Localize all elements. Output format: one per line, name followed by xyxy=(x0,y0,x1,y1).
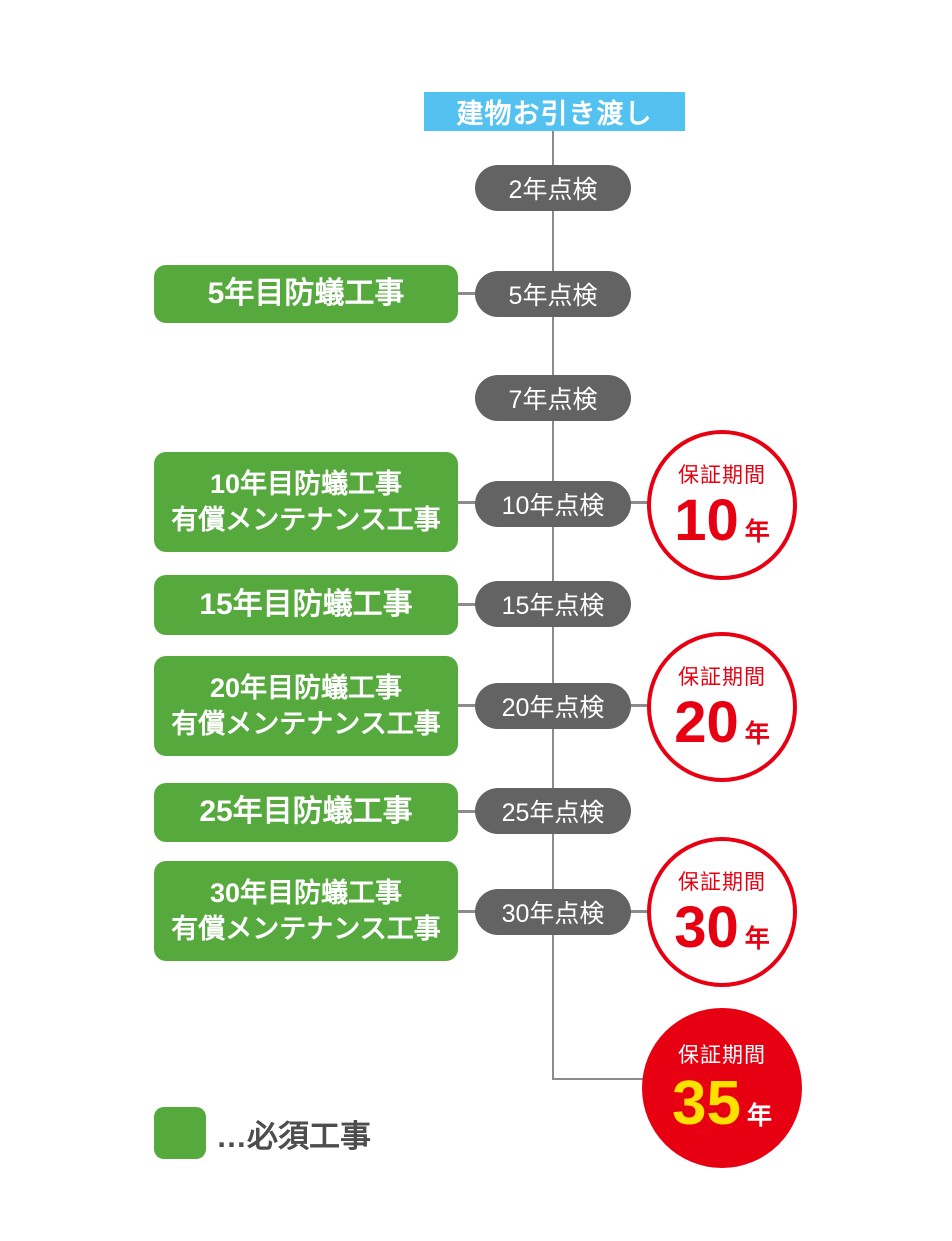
connector-line xyxy=(450,910,480,913)
work-box-5year: 5年目防蟻工事 xyxy=(154,265,458,323)
connector-line xyxy=(450,501,480,504)
checkpoint-pill-2year: 2年点検 xyxy=(475,165,631,211)
checkpoint-pill-20year: 20年点検 xyxy=(475,683,631,729)
checkpoint-label: 2年点検 xyxy=(508,176,598,204)
connector-line xyxy=(450,603,480,606)
warranty-title: 保証期間 xyxy=(678,463,766,487)
connector-line xyxy=(628,501,650,504)
checkpoint-label: 15年点検 xyxy=(501,592,605,620)
work-box-15year: 15年目防蟻工事 xyxy=(154,575,458,635)
checkpoint-pill-7year: 7年点検 xyxy=(475,375,631,421)
work-label: 15年目防蟻工事 xyxy=(199,587,413,621)
warranty-unit: 年 xyxy=(746,1102,772,1131)
warranty-badge-35year: 保証期間 35 年 xyxy=(642,1008,802,1168)
work-label-line1: 20年目防蟻工事 xyxy=(209,672,403,703)
checkpoint-pill-25year: 25年点検 xyxy=(475,788,631,834)
work-box-10year: 10年目防蟻工事 有償メンテナンス工事 xyxy=(154,452,458,552)
warranty-unit: 年 xyxy=(744,517,770,546)
checkpoint-pill-30year: 30年点検 xyxy=(475,889,631,935)
checkpoint-label: 7年点検 xyxy=(508,386,598,414)
warranty-years: 10 xyxy=(674,487,739,553)
legend-required-work-label: …必須工事 xyxy=(216,1118,371,1154)
work-label-line1: 10年目防蟻工事 xyxy=(209,468,403,499)
warranty-years: 35 xyxy=(672,1069,741,1139)
warranty-unit: 年 xyxy=(744,719,770,748)
timeline-bend-line xyxy=(552,1078,648,1080)
work-label-line2: 有償メンテナンス工事 xyxy=(171,914,441,944)
work-label-line2: 有償メンテナンス工事 xyxy=(171,709,441,739)
work-box-25year: 25年目防蟻工事 xyxy=(154,783,458,842)
connector-line xyxy=(450,292,480,295)
checkpoint-label: 5年点検 xyxy=(508,282,598,310)
checkpoint-pill-5year: 5年点検 xyxy=(475,271,631,317)
warranty-unit: 年 xyxy=(744,924,770,953)
checkpoint-pill-15year: 15年点検 xyxy=(475,581,631,627)
warranty-badge-30year: 保証期間 30 年 xyxy=(647,837,797,987)
checkpoint-label: 30年点検 xyxy=(501,900,605,928)
work-label-line2: 有償メンテナンス工事 xyxy=(171,505,441,535)
warranty-years: 20 xyxy=(674,689,739,755)
work-label-line1: 30年目防蟻工事 xyxy=(209,877,403,908)
checkpoint-label: 10年点検 xyxy=(501,492,605,520)
connector-line xyxy=(450,810,480,813)
connector-line xyxy=(450,704,480,707)
checkpoint-pill-10year: 10年点検 xyxy=(475,481,631,527)
checkpoint-label: 25年点検 xyxy=(501,799,605,827)
work-label: 25年目防蟻工事 xyxy=(199,795,413,829)
warranty-title: 保証期間 xyxy=(678,1044,766,1068)
warranty-title: 保証期間 xyxy=(678,665,766,689)
warranty-badge-10year: 保証期間 10 年 xyxy=(647,430,797,580)
connector-line xyxy=(628,910,650,913)
warranty-badge-20year: 保証期間 20 年 xyxy=(647,632,797,782)
work-box-30year: 30年目防蟻工事 有償メンテナンス工事 xyxy=(154,861,458,961)
work-label: 5年目防蟻工事 xyxy=(207,276,405,310)
handover-title: 建物お引き渡し xyxy=(456,99,653,129)
handover-title-box: 建物お引き渡し xyxy=(424,92,685,131)
legend-required-work-swatch xyxy=(154,1107,206,1159)
warranty-title: 保証期間 xyxy=(678,870,766,894)
work-box-20year: 20年目防蟻工事 有償メンテナンス工事 xyxy=(154,656,458,756)
warranty-years: 30 xyxy=(674,894,739,960)
checkpoint-label: 20年点検 xyxy=(501,694,605,722)
connector-line xyxy=(628,704,650,707)
